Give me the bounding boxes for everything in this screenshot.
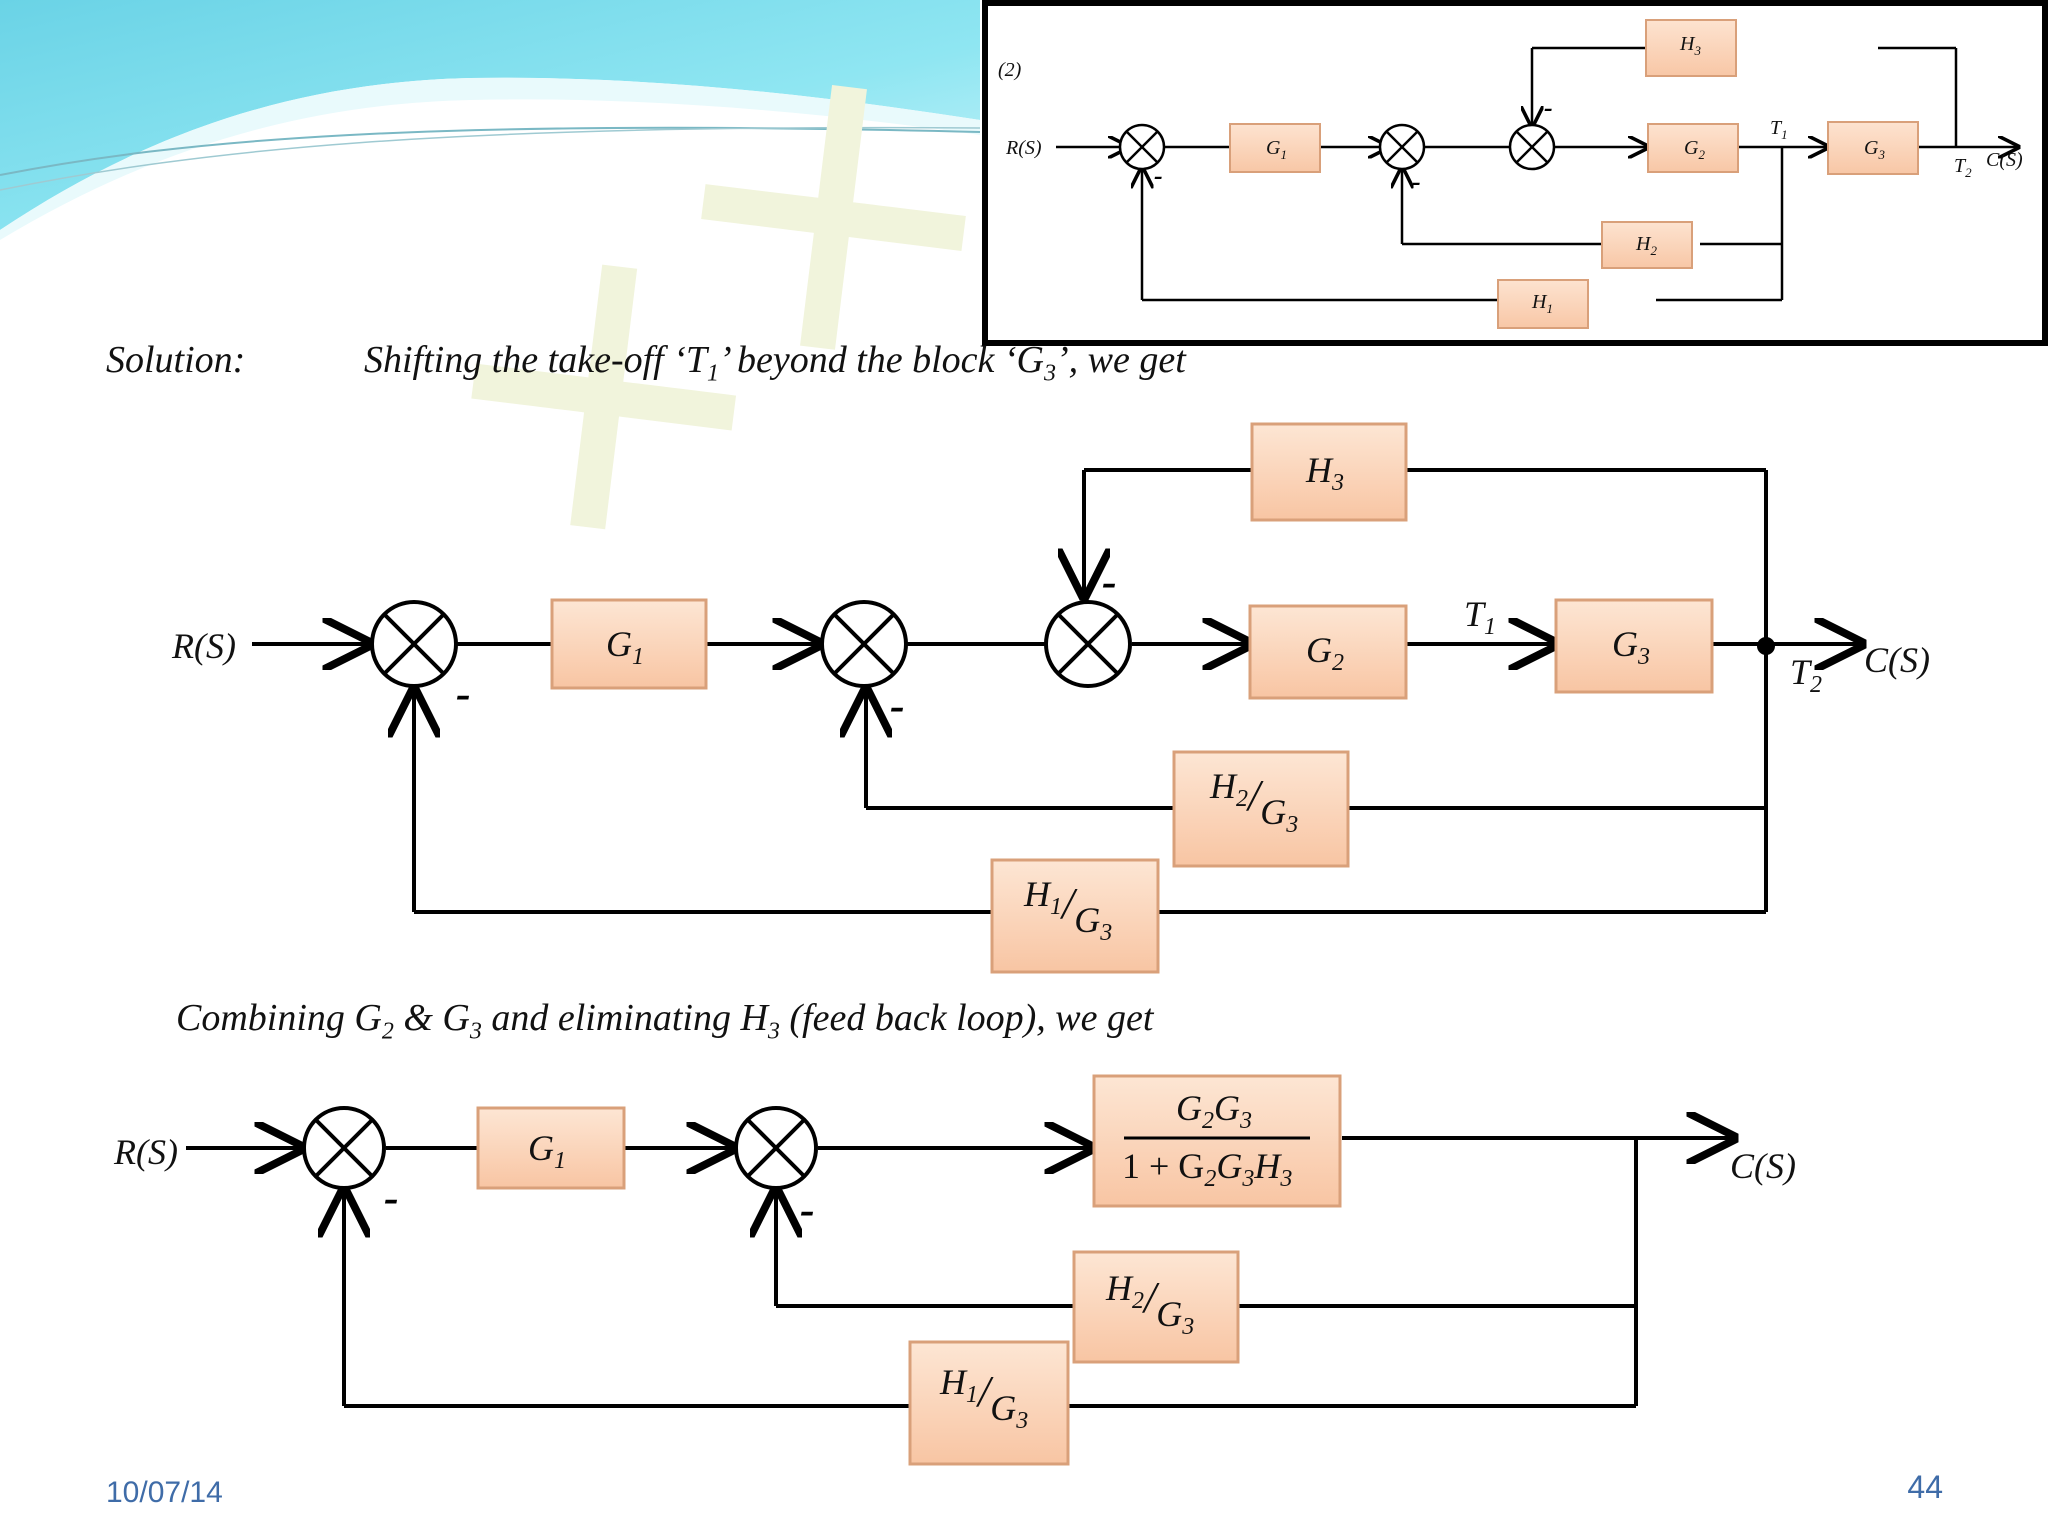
input-label: R(S) xyxy=(171,626,236,666)
svg-text:H1/G3: H1/G3 xyxy=(1023,874,1112,946)
svg-text:G3: G3 xyxy=(1864,137,1885,162)
input-label-2: R(S) xyxy=(113,1132,178,1172)
block-g3 xyxy=(1554,598,1714,694)
diagram-combined: R(S) C(S) G1 G2G3 1 + G2G3H3 H2/G3 H1/G3… xyxy=(113,1074,1796,1466)
inset-block-g1 xyxy=(1229,123,1321,173)
svg-text:G2G3: G2G3 xyxy=(1176,1088,1252,1134)
svg-text:-: - xyxy=(384,1173,399,1222)
block-closed-loop-g2g3 xyxy=(1092,1074,1342,1208)
svg-text:G1: G1 xyxy=(1266,137,1287,162)
block-h2-over-g3 xyxy=(1172,750,1350,868)
svg-text:T2: T2 xyxy=(1954,155,1972,180)
block-g1-combined xyxy=(476,1106,626,1190)
svg-text:1 + G2G3H3: 1 + G2G3H3 xyxy=(1122,1146,1292,1192)
svg-text:H2/G3: H2/G3 xyxy=(1209,766,1298,838)
svg-text:G2: G2 xyxy=(1306,630,1344,676)
inset-output-label: C(S) xyxy=(1986,149,2023,171)
block-h2-over-g3-combined xyxy=(1072,1250,1240,1364)
svg-text:G1: G1 xyxy=(528,1128,566,1174)
inset-block-g3 xyxy=(1827,121,1919,175)
inset-block-h1 xyxy=(1497,279,1589,329)
solution-description: Shifting the take-off ‘T1’ beyond the bl… xyxy=(364,339,1186,387)
solution-label: Solution: xyxy=(106,339,246,381)
output-label: C(S) xyxy=(1864,640,1930,680)
block-g2 xyxy=(1248,604,1408,700)
header-wave-decoration xyxy=(0,0,981,240)
combining-description: Combining G2 & G3 and eliminating H3 (fe… xyxy=(176,997,1154,1045)
svg-text:H3: H3 xyxy=(1305,450,1344,496)
svg-text:T1: T1 xyxy=(1464,594,1496,640)
inset-diagram-svg: (2) R(S) C(S) G1 G2 G3 H3 H2 H1 T1 T2 - … xyxy=(998,19,2023,329)
output-label-2: C(S) xyxy=(1730,1146,1796,1186)
inset-block-h3 xyxy=(1645,19,1737,77)
inset-block-g2 xyxy=(1647,123,1739,173)
svg-text:-: - xyxy=(890,681,905,730)
page-number: 44 xyxy=(1907,1469,1943,1505)
block-h1-over-g3-combined xyxy=(908,1340,1070,1466)
svg-text:H1/G3: H1/G3 xyxy=(939,1362,1028,1434)
solution-heading: Solution: xyxy=(106,338,245,382)
block-h1-over-g3 xyxy=(990,858,1160,974)
svg-text:-: - xyxy=(1412,167,1421,196)
svg-text:H2/G3: H2/G3 xyxy=(1105,1268,1194,1340)
block-h3 xyxy=(1250,422,1408,522)
svg-text:T2: T2 xyxy=(1790,652,1822,698)
inset-input-label: R(S) xyxy=(1005,137,1042,159)
svg-text:G1: G1 xyxy=(606,624,644,670)
svg-text:T1: T1 xyxy=(1770,117,1788,142)
svg-text:-: - xyxy=(1154,161,1163,190)
block-g1 xyxy=(550,598,708,690)
inset-block-h2 xyxy=(1601,221,1693,269)
footer-date: 10/07/14 xyxy=(106,1476,223,1504)
svg-text:-: - xyxy=(800,1185,815,1234)
svg-text:H2: H2 xyxy=(1635,233,1657,258)
svg-text:G3: G3 xyxy=(1612,624,1650,670)
svg-text:H3: H3 xyxy=(1679,33,1701,58)
svg-text:H1: H1 xyxy=(1531,291,1553,316)
svg-text:-: - xyxy=(1544,93,1553,122)
svg-text:-: - xyxy=(456,669,471,718)
inset-original-block-diagram: (2) R(S) C(S) G1 G2 G3 H3 H2 H1 T1 T2 - … xyxy=(982,0,2048,346)
svg-text:G2: G2 xyxy=(1684,137,1705,162)
diagram-shifted-takeoff: R(S) C(S) G1 G2 G3 H3 H2/G3 H1/G3 T1 T2 … xyxy=(171,422,1930,974)
inset-label: (2) xyxy=(998,59,1022,81)
svg-text:-: - xyxy=(1102,557,1117,606)
